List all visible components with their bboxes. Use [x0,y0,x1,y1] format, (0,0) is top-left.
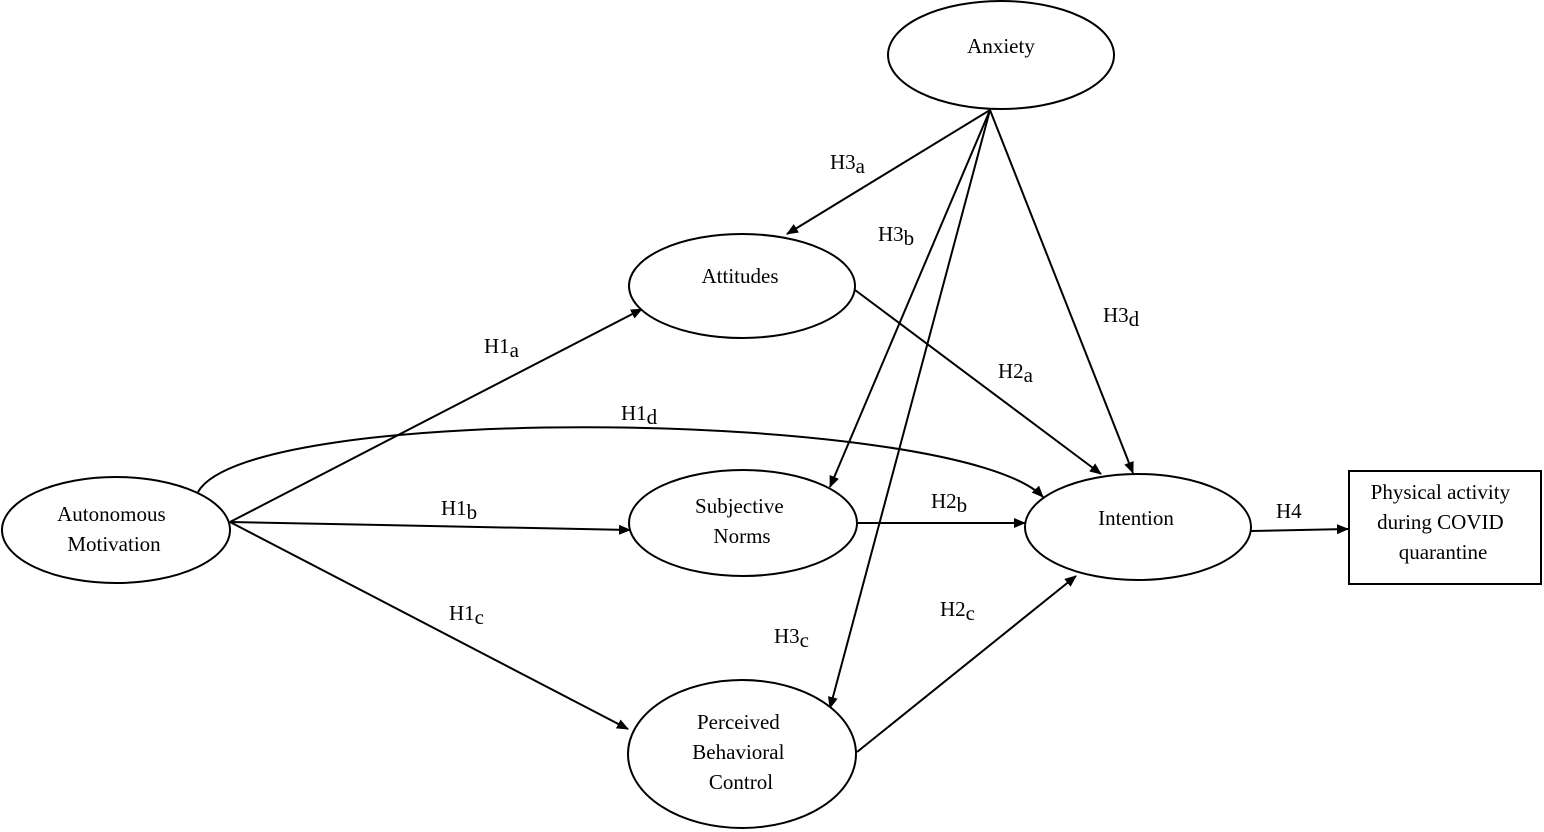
label-h1c: H1c [449,601,484,629]
label-h3a: H3a [830,150,866,178]
node-physical-activity: Physical activity during COVID quarantin… [1348,470,1542,585]
label-h2c: H2c [940,597,975,625]
anxiety-label: Anxiety [967,34,1035,58]
label-h1b: H1b [441,496,477,524]
edge-labels: H3a H3b H3c H3d H1a H1b H1c H1d H2a H2b … [441,150,1302,652]
attitudes-ellipse [628,233,856,339]
node-autonomous-motivation: Autonomous Motivation [1,476,231,584]
attitudes-label: Attitudes [702,264,779,288]
node-subjective-norms: Subjective Norms [628,469,858,577]
subjective-norms-label: Subjective Norms [695,494,789,548]
edge-h1b [229,521,631,535]
subjective-norms-ellipse [628,469,858,577]
edge-h4 [1250,524,1349,535]
label-h3c: H3c [774,624,809,652]
edge-h1d [197,426,1044,498]
autonomous-motivation-label: Autonomous Motivation [57,502,171,556]
edges [197,109,1349,753]
label-h1d: H1d [621,401,658,429]
edge-h3c [828,109,991,709]
edge-h3b [829,109,991,488]
node-perceived-behavioral-control: Perceived Behavioral Control [627,679,857,829]
label-h1a: H1a [484,334,520,362]
intention-label: Intention [1098,506,1174,530]
edge-h3a [786,109,991,235]
intention-ellipse [1024,473,1252,581]
label-h3b: H3b [878,222,914,250]
label-h2b: H2b [931,489,967,517]
autonomous-motivation-ellipse [1,476,231,584]
edge-h3d [989,109,1134,474]
label-h4: H4 [1276,499,1302,523]
perceived-behavioral-control-ellipse [627,679,857,829]
edge-h2c [856,575,1077,753]
edge-h2a [854,289,1102,475]
label-h2a: H2a [998,359,1034,387]
node-intention: Intention [1024,473,1252,581]
perceived-behavioral-control-label: Perceived Behavioral Control [692,710,789,794]
edge-h1c [229,521,629,730]
edge-h1a [229,308,643,523]
physical-activity-label: Physical activity during COVID quarantin… [1371,480,1516,564]
label-h3d: H3d [1103,303,1140,331]
physical-activity-box [1348,470,1542,585]
node-attitudes: Attitudes [628,233,856,339]
anxiety-ellipse [887,0,1115,110]
node-anxiety: Anxiety [887,0,1115,110]
